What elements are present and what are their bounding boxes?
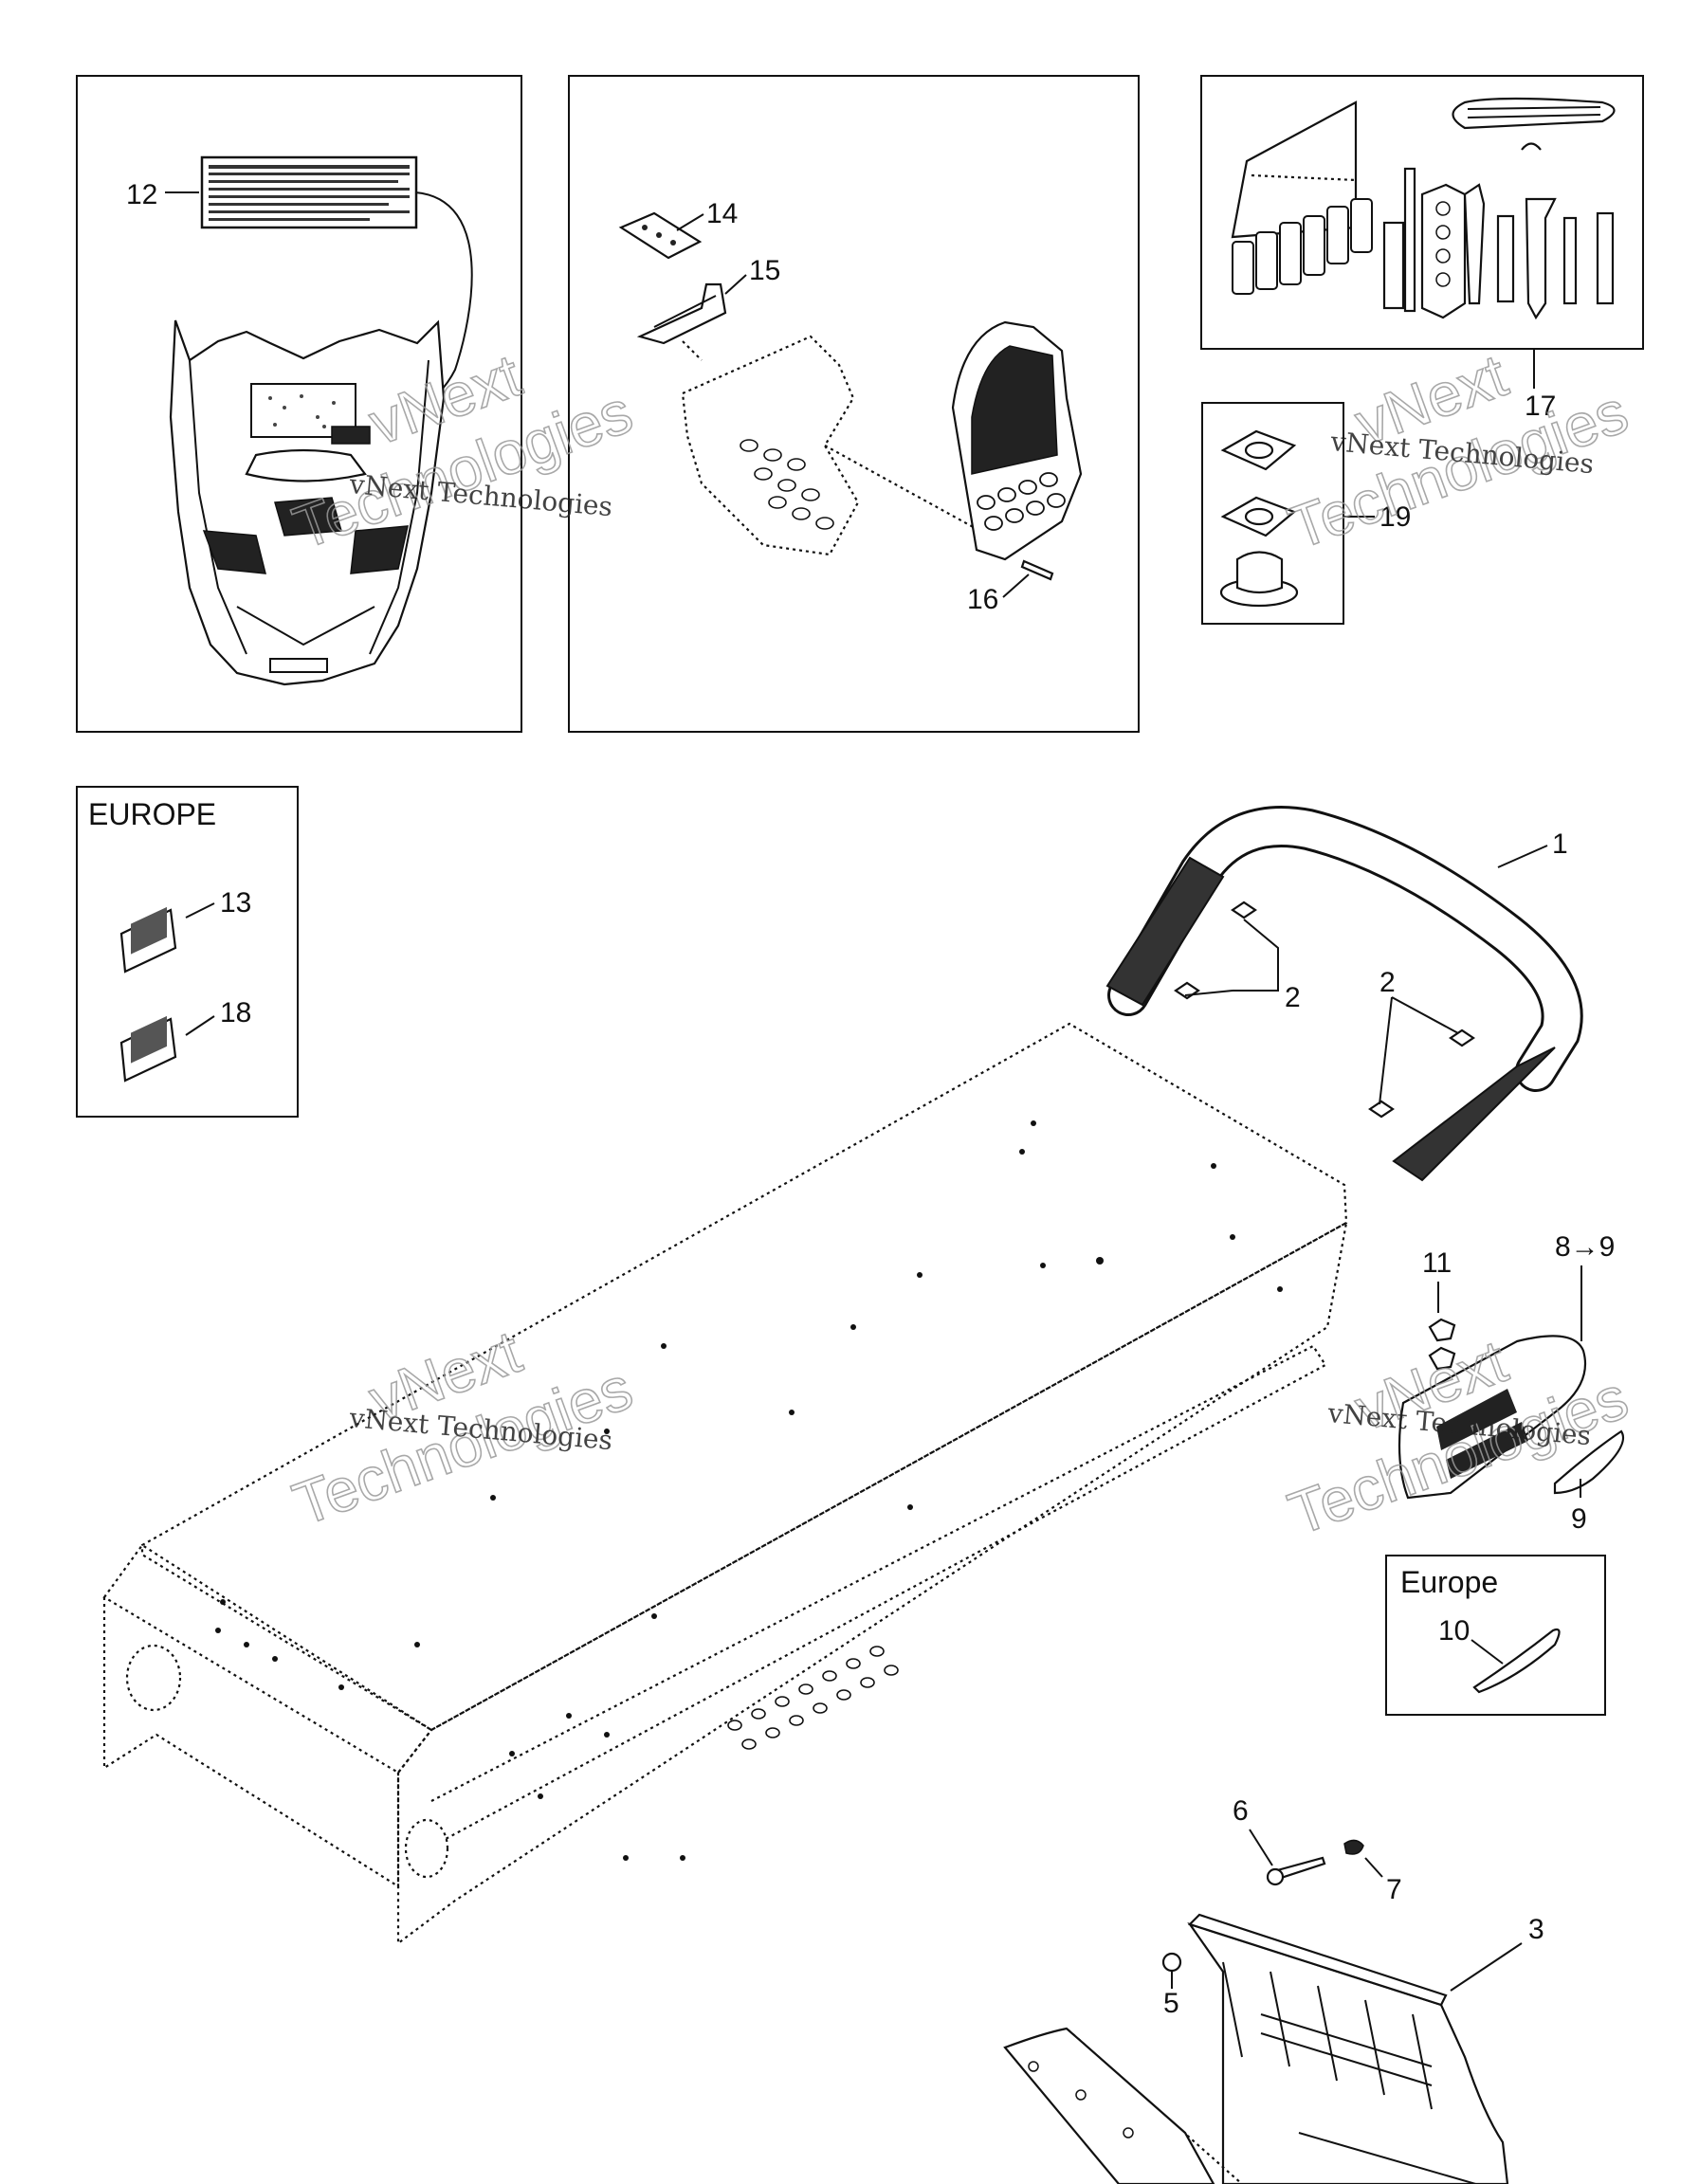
skid-plate-part [681, 335, 860, 556]
rear-cover-part [1398, 1318, 1625, 1500]
callout-3: 3 [1528, 1914, 1544, 1945]
callout-13: 13 [220, 887, 251, 919]
callout-15: 15 [749, 255, 780, 286]
grab-handle-part [1105, 806, 1583, 1182]
side-guard-part [951, 320, 1083, 561]
panel-europe-reflectors: EUROPE 13 18 [76, 786, 299, 1118]
callout-2a: 2 [1285, 982, 1301, 1013]
watermark-top-right: vNext Technologies vNext Technologies [1279, 340, 1636, 563]
panel-guards: 14 15 16 [568, 75, 1140, 733]
europe-box-title: EUROPE [88, 797, 216, 831]
tunnel-part [102, 1022, 1348, 1946]
panel-tool-kit [1200, 75, 1644, 350]
decal-label-part [200, 155, 418, 229]
cable-bundle-part [1452, 97, 1616, 130]
strip-part [618, 211, 703, 260]
clip-part [636, 282, 727, 345]
callout-6: 6 [1233, 1795, 1249, 1827]
callout-19: 19 [1379, 501, 1411, 533]
panel-grommets [1201, 402, 1344, 625]
callout-1: 1 [1552, 828, 1568, 860]
hood-part [169, 319, 446, 686]
tool-set-part [1382, 142, 1615, 320]
callout-12: 12 [126, 179, 157, 210]
rivet-part [1266, 1856, 1326, 1886]
callout-14: 14 [706, 198, 738, 229]
watermark-mid-left: vNext Technologies vNext Technologies [283, 1317, 641, 1539]
grommet-set-part [1219, 429, 1299, 608]
callout-18: 18 [220, 997, 251, 1028]
callout-7: 7 [1386, 1874, 1402, 1905]
callout-17: 17 [1525, 391, 1556, 422]
callout-8-9: 8→9 [1555, 1231, 1615, 1263]
callout-9: 9 [1571, 1503, 1587, 1535]
callout-2b: 2 [1379, 967, 1396, 998]
panel-hood-decal: 12 [76, 75, 522, 733]
europe-deflector-title: Europe [1400, 1565, 1498, 1599]
panel-europe-deflector: Europe 10 [1385, 1555, 1606, 1716]
callout-16: 16 [967, 584, 998, 615]
callout-5: 5 [1163, 1988, 1179, 2019]
tool-bag-part [1231, 100, 1373, 295]
callout-10: 10 [1438, 1615, 1470, 1647]
nut-part [1343, 1839, 1364, 1855]
snow-flap-part [1003, 1913, 1509, 2184]
washer-part [1161, 1952, 1182, 1973]
callout-11: 11 [1422, 1247, 1452, 1279]
